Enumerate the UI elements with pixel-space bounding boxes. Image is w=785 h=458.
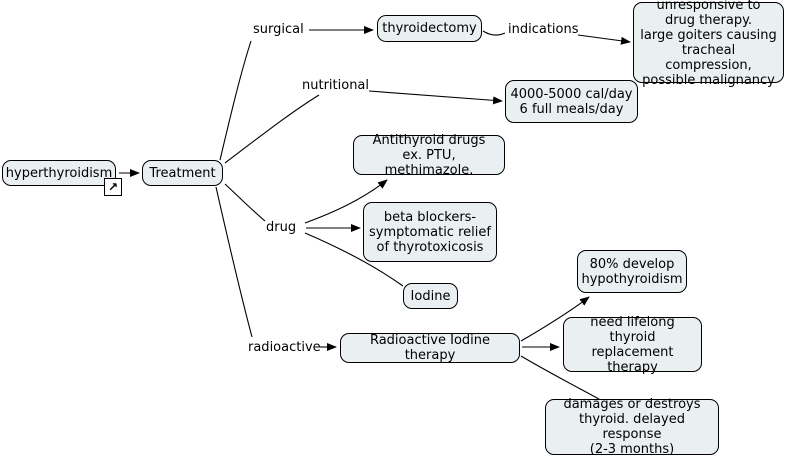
node-beta-blockers[interactable]: beta blockers- symptomatic relief of thy… xyxy=(363,202,497,262)
node-nutrition-plan[interactable]: 4000-5000 cal/day 6 full meals/day xyxy=(505,80,638,123)
edge-treatment-drug xyxy=(224,183,266,222)
edge-rai-damages xyxy=(520,355,600,400)
node-treatment[interactable]: Treatment xyxy=(142,160,223,186)
node-antithyroid-drugs[interactable]: Antithyroid drugs ex. PTU, methimazole. xyxy=(353,133,505,178)
link-label-nutritional[interactable]: nutritional xyxy=(302,78,370,93)
edge-drug-antithyroid xyxy=(304,179,388,224)
edge-thyroidectomy-indications xyxy=(482,30,506,36)
edge-rai-hypothyroidism xyxy=(520,296,590,342)
link-label-indications[interactable]: indications xyxy=(508,22,579,37)
node-thyroidectomy[interactable]: thyroidectomy xyxy=(377,15,482,42)
edge-treatment-nutritional xyxy=(224,94,320,164)
edge-treatment-radioactive xyxy=(215,186,253,338)
edge-treatment-surgical xyxy=(219,40,252,161)
node-lifelong-replacement[interactable]: need lifelong thyroid replacement therap… xyxy=(563,315,702,375)
node-hyperthyroidism[interactable]: hyperthyroidism xyxy=(2,160,116,186)
link-label-drug[interactable]: drug xyxy=(266,220,297,235)
edge-drug-iodine xyxy=(304,232,404,287)
link-label-radioactive[interactable]: radioactive xyxy=(248,340,321,355)
node-iodine[interactable]: Iodine xyxy=(403,283,458,309)
node-damages-thyroid[interactable]: damages or destroys thyroid. delayed res… xyxy=(545,397,719,457)
node-hypothyroidism-risk[interactable]: 80% develop hypothyroidism xyxy=(577,250,687,293)
resource-link-icon[interactable]: ↗ xyxy=(104,178,122,196)
edge-indications-box xyxy=(577,34,631,45)
edge-nutritional-box xyxy=(368,90,503,105)
link-label-surgical[interactable]: surgical xyxy=(253,22,304,37)
node-surgical-indications[interactable]: unresponsive to drug therapy. large goit… xyxy=(633,0,784,88)
node-radioactive-iodine-therapy[interactable]: Radioactive Iodine therapy xyxy=(340,333,520,363)
